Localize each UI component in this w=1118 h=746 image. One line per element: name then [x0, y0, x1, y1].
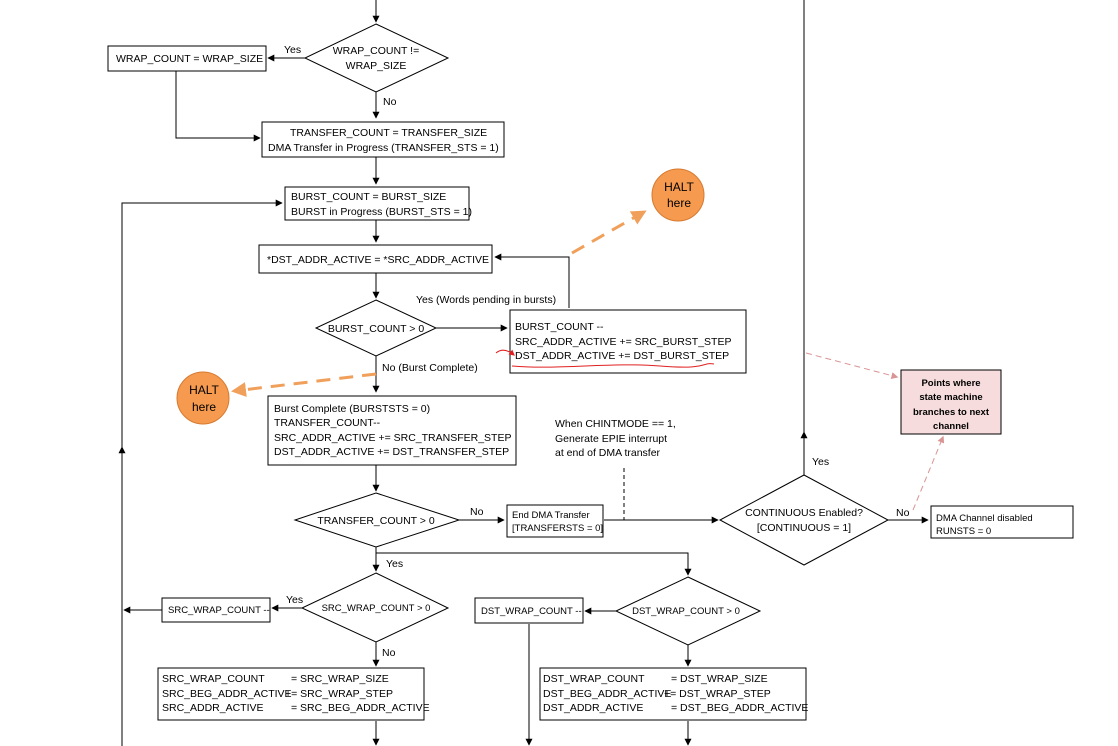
box-src-wrap-dec: SRC_WRAP_COUNT -- — [161, 597, 271, 623]
box-line: DST_ADDR_ACTIVE += DST_BURST_STEP — [515, 350, 729, 362]
edge-label-yes: Yes — [284, 44, 301, 56]
note-line: at end of DMA transfer — [555, 447, 661, 459]
decision-transfer-check: TRANSFER_COUNT > 0 — [293, 492, 461, 548]
box-line: [TRANSFERSTS = 0] — [512, 523, 603, 534]
halt-label: HALT — [664, 180, 694, 194]
connectors — [118, 0, 929, 746]
edge-label-no: No — [896, 507, 910, 519]
decision-continuous-check: CONTINUOUS Enabled? [CONTINUOUS = 1] — [718, 474, 890, 566]
edge-label-yes: Yes — [812, 456, 829, 468]
box-line: SRC_ADDR_ACTIVE += SRC_BURST_STEP — [515, 336, 731, 348]
decision-src-wrap-check: SRC_WRAP_COUNT > 0 — [300, 572, 450, 643]
decision-burst-check: BURST_COUNT > 0 — [314, 299, 438, 357]
box-burst-step: BURST_COUNT -- SRC_ADDR_ACTIVE += SRC_BU… — [509, 309, 747, 374]
callout-line: Points where — [921, 378, 980, 389]
decision-dst-wrap-check: DST_WRAP_COUNT > 0 — [614, 576, 762, 646]
decision-line: WRAP_SIZE — [346, 60, 407, 72]
edge-label-no: No — [383, 96, 397, 108]
edge-label-no: No — [470, 506, 484, 518]
halt-label: here — [667, 196, 691, 210]
box-line: = SRC_WRAP_SIZE — [291, 673, 389, 685]
halt-label: HALT — [189, 383, 219, 397]
box-burst-init: BURST_COUNT = BURST_SIZE BURST in Progre… — [284, 186, 472, 221]
box-line: += SRC_WRAP_STEP — [285, 688, 393, 700]
box-line: SRC_BEG_ADDR_ACTIVE — [162, 688, 292, 700]
callout-line: state machine — [919, 392, 982, 403]
box-dst-wrap-dec: DST_WRAP_COUNT -- — [474, 597, 584, 624]
note-line: When CHINTMODE == 1, — [555, 418, 676, 430]
box-line: = DST_WRAP_SIZE — [671, 673, 768, 685]
box-wrap-count-set: WRAP_COUNT = WRAP_SIZE — [107, 45, 267, 72]
box-line: Burst Complete (BURSTSTS = 0) — [274, 403, 430, 415]
decision-line: DST_WRAP_COUNT > 0 — [632, 606, 740, 617]
note-line: Generate EPIE interrupt — [555, 433, 667, 445]
box-line: += DST_WRAP_STEP — [664, 688, 771, 700]
edge-label-yes: Yes — [286, 594, 303, 606]
halt-marker-left: HALT here — [176, 371, 377, 425]
box-dst-wrap-reset: DST_WRAP_COUNT = DST_WRAP_SIZE DST_BEG_A… — [539, 667, 808, 721]
box-channel-disabled: DMA Channel disabled RUNSTS = 0 — [930, 505, 1074, 539]
box-line: SRC_WRAP_COUNT — [162, 673, 265, 685]
box-src-wrap-reset: SRC_WRAP_COUNT = SRC_WRAP_SIZE SRC_BEG_A… — [157, 667, 430, 721]
decision-line: TRANSFER_COUNT > 0 — [317, 515, 435, 527]
box-line: DST_ADDR_ACTIVE += DST_TRANSFER_STEP — [274, 446, 509, 458]
box-end-transfer: End DMA Transfer [TRANSFERSTS = 0] — [506, 504, 604, 538]
box-line: DST_ADDR_ACTIVE — [543, 702, 643, 714]
box-line: DMA Channel disabled — [936, 513, 1033, 524]
box-line: *DST_ADDR_ACTIVE = *SRC_ADDR_ACTIVE — [267, 254, 489, 266]
halt-label: here — [192, 400, 216, 414]
decision-line: CONTINUOUS Enabled? — [745, 507, 863, 519]
box-line: End DMA Transfer — [512, 510, 590, 521]
red-underline-annotation — [495, 349, 715, 368]
edge-label-no: No — [382, 647, 396, 659]
callout-line: branches to next — [913, 407, 990, 418]
edge-label-yes: Yes (Words pending in bursts) — [416, 294, 556, 306]
box-transfer-init: TRANSFER_COUNT = TRANSFER_SIZE DMA Trans… — [261, 121, 505, 158]
box-line: BURST_COUNT = BURST_SIZE — [291, 191, 446, 203]
halt-marker-top: HALT here — [571, 168, 705, 255]
decision-line: [CONTINUOUS = 1] — [757, 522, 851, 534]
edge-labels: Yes No Yes (Words pending in bursts) No … — [284, 44, 910, 659]
box-line: BURST in Progress (BURST_STS = 1) — [291, 206, 472, 218]
box-line: SRC_ADDR_ACTIVE += SRC_TRANSFER_STEP — [274, 432, 511, 444]
box-line: RUNSTS = 0 — [936, 526, 991, 537]
box-copy-word: *DST_ADDR_ACTIVE = *SRC_ADDR_ACTIVE — [258, 244, 493, 274]
box-line: WRAP_COUNT = WRAP_SIZE — [116, 53, 263, 65]
box-line: DMA Transfer in Progress (TRANSFER_STS =… — [268, 142, 499, 154]
box-line: DST_WRAP_COUNT — [543, 673, 645, 685]
box-line: DST_WRAP_COUNT -- — [481, 606, 582, 617]
box-line: TRANSFER_COUNT-- — [274, 417, 381, 429]
box-line: = SRC_BEG_ADDR_ACTIVE — [291, 702, 430, 714]
branch-callout: Points where state machine branches to n… — [805, 352, 1002, 511]
callout-line: channel — [933, 421, 969, 432]
box-line: BURST_COUNT -- — [515, 321, 604, 333]
decision-line: WRAP_COUNT != — [333, 45, 419, 57]
box-line: SRC_ADDR_ACTIVE — [162, 702, 264, 714]
box-line: SRC_WRAP_COUNT -- — [168, 605, 270, 616]
decision-line: SRC_WRAP_COUNT > 0 — [322, 603, 431, 614]
decision-wrap-check: WRAP_COUNT != WRAP_SIZE — [303, 23, 450, 93]
edge-label-yes: Yes — [386, 558, 403, 570]
box-line: TRANSFER_COUNT = TRANSFER_SIZE — [290, 127, 487, 139]
interrupt-note: When CHINTMODE == 1, Generate EPIE inter… — [555, 418, 676, 459]
edge-label-no: No (Burst Complete) — [382, 362, 478, 374]
box-line: DST_BEG_ADDR_ACTIVE — [543, 688, 671, 700]
decision-line: BURST_COUNT > 0 — [328, 323, 425, 335]
box-line: = DST_BEG_ADDR_ACTIVE — [671, 702, 808, 714]
box-burst-complete: Burst Complete (BURSTSTS = 0) TRANSFER_C… — [267, 395, 517, 466]
